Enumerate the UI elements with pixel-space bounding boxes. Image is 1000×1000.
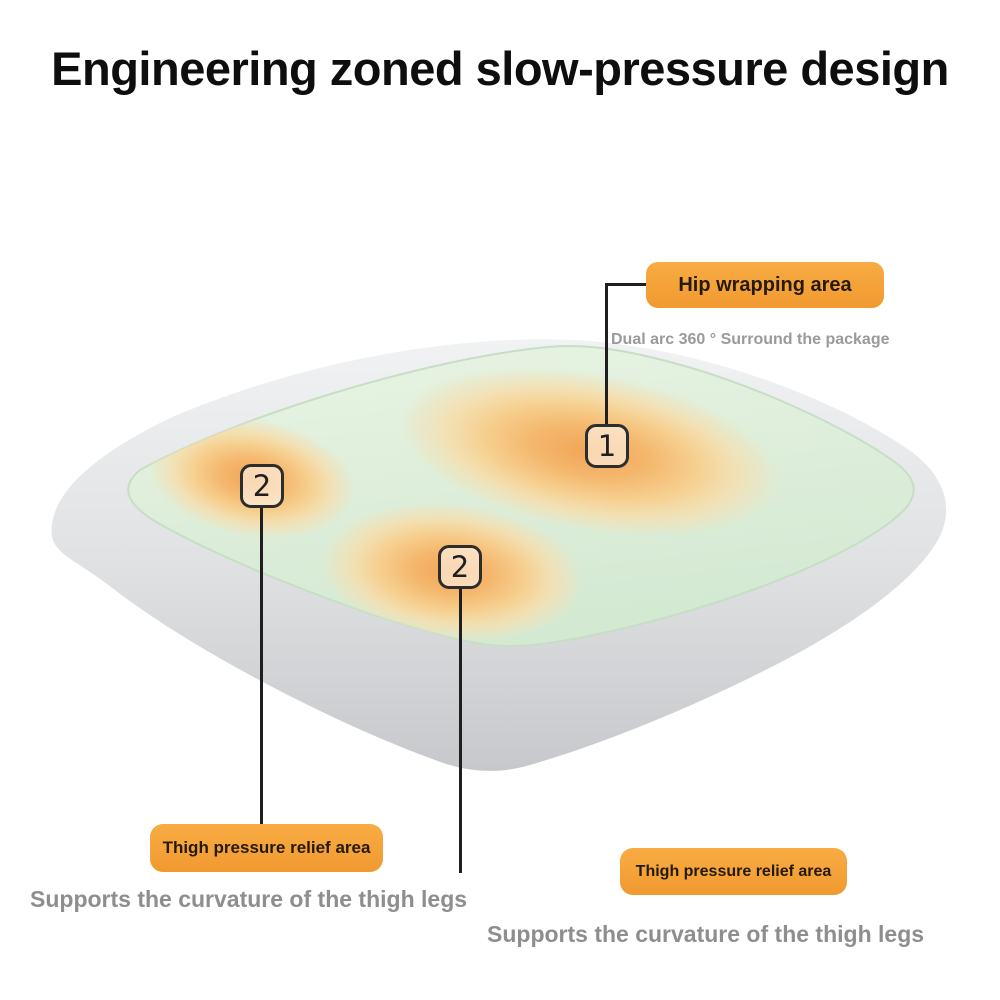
thigh-left-caption: Supports the curvature of the thigh legs <box>30 886 468 912</box>
callout-line-thigh-left <box>260 506 263 824</box>
thigh-left-badge-label: Thigh pressure relief area <box>162 838 371 857</box>
zone-marker-thigh-left: 2 <box>240 464 284 508</box>
zone-marker-hip: 1 <box>585 424 629 468</box>
zone-marker-thigh-left-number: 2 <box>252 469 272 503</box>
cushion-illustration <box>51 339 947 771</box>
zone-marker-thigh-bottom: 2 <box>438 545 482 589</box>
hip-wrapping-badge-label: Hip wrapping area <box>678 273 852 296</box>
thigh-bottom-caption: Supports the curvature of the thigh legs <box>487 921 925 947</box>
callout-line-thigh-bottom <box>459 589 462 873</box>
zone-marker-thigh-bottom-number: 2 <box>450 550 470 584</box>
callout-line-hip-vertical <box>605 283 608 424</box>
hip-wrapping-badge: Hip wrapping area <box>646 262 884 308</box>
thigh-left-badge: Thigh pressure relief area <box>150 824 383 872</box>
thigh-bottom-badge-label: Thigh pressure relief area <box>635 862 832 880</box>
page-title: Engineering zoned slow-pressure design <box>51 42 949 95</box>
callout-line-hip-horizontal <box>605 283 648 286</box>
hip-wrapping-subtext: Dual arc 360 ° Surround the package <box>611 331 890 348</box>
zone-marker-hip-number: 1 <box>597 429 617 463</box>
thigh-bottom-badge: Thigh pressure relief area <box>620 848 847 895</box>
